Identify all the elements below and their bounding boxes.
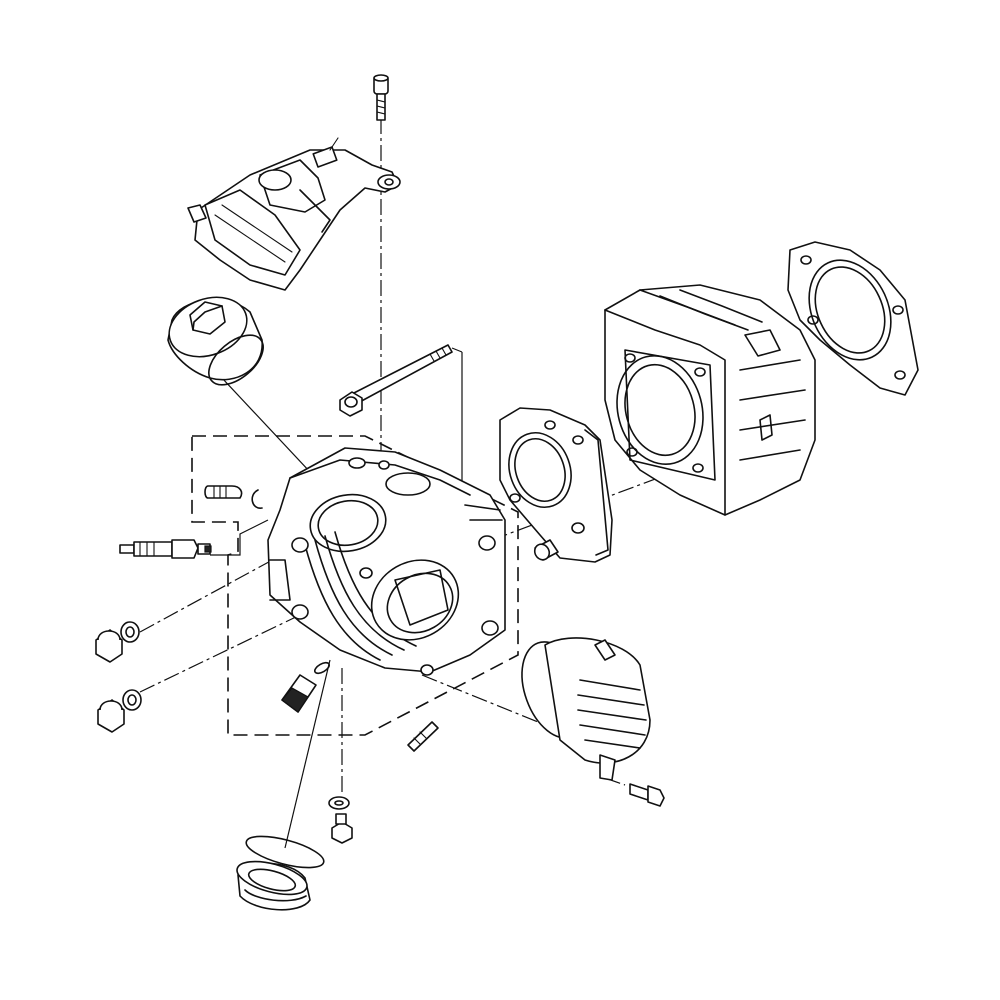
oil-filler-cap: [167, 296, 264, 386]
drain-bolt: [331, 813, 353, 844]
head-gasket: [499, 407, 613, 563]
cam-chain-tensioner-plug: [281, 661, 331, 713]
long-stud-bolt: [339, 344, 453, 417]
valve-adjuster-plug: [204, 485, 263, 509]
spark-plug: [119, 539, 212, 559]
bottom-cap: [236, 835, 325, 911]
dowel-sleeve: [533, 539, 559, 561]
cylinder-block: [604, 284, 816, 516]
cylinder-head: [267, 447, 506, 676]
side-cover: [521, 637, 651, 781]
top-bolt: [373, 74, 389, 121]
cap-nut-lower: [97, 689, 142, 733]
dowel-pin: [407, 721, 439, 752]
small-washer: [328, 796, 350, 810]
base-gasket: [787, 241, 919, 396]
cap-nut-upper: [95, 621, 140, 663]
side-cover-bolt: [629, 783, 665, 807]
camshaft-holder: [187, 137, 401, 291]
